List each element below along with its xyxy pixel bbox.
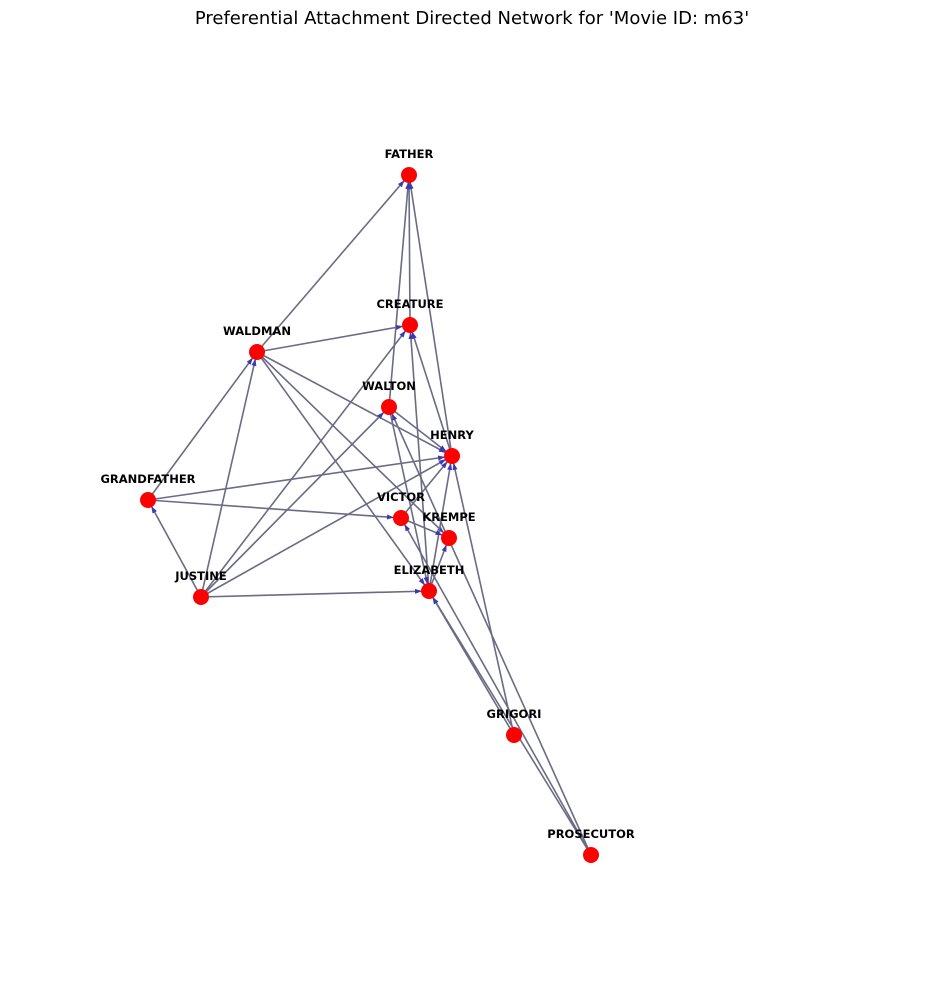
- arrowhead-walton-to-elizabeth: [423, 576, 429, 585]
- edge-prosecutor-to-victor: [400, 517, 592, 856]
- edge-walton-to-elizabeth: [388, 406, 430, 592]
- edge-creature-to-father: [408, 174, 411, 326]
- node-krempe[interactable]: [441, 530, 457, 546]
- arrowhead-waldman-to-creature: [395, 324, 404, 330]
- labels-layer: FATHER CREATURE WALDMAN WALTON HENRY GRANDFAT…: [100, 147, 634, 841]
- arrowhead-justine-to-grandfather: [151, 506, 157, 514]
- edge-elizabeth-to-creature: [409, 324, 430, 592]
- node-label-creature: CREATURE: [376, 297, 443, 311]
- edge-justine-to-waldman: [200, 351, 258, 598]
- node-victor[interactable]: [393, 510, 409, 526]
- edge-justine-to-walton: [200, 406, 390, 598]
- edge-grigori-to-henry: [451, 455, 515, 736]
- edge-grandfather-to-victor: [147, 499, 402, 519]
- edge-waldman-to-father: [256, 174, 410, 353]
- edge-grandfather-to-henry: [147, 455, 453, 501]
- edge-elizabeth-to-henry: [428, 455, 453, 592]
- node-label-henry: HENRY: [430, 428, 474, 442]
- arrowhead-walton-to-henry: [439, 445, 447, 452]
- edge-waldman-to-henry: [256, 351, 453, 457]
- node-waldman[interactable]: [249, 344, 265, 360]
- edge-waldman-to-creature: [256, 324, 411, 353]
- node-grigori[interactable]: [506, 727, 522, 743]
- arrowhead-elizabeth-to-creature: [408, 331, 414, 340]
- edge-prosecutor-to-elizabeth: [428, 590, 592, 856]
- node-label-father: FATHER: [385, 147, 434, 161]
- nodes-layer: [140, 167, 599, 863]
- edge-grandfather-to-waldman: [147, 351, 258, 501]
- node-prosecutor[interactable]: [583, 847, 599, 863]
- node-label-victor: VICTOR: [377, 490, 425, 504]
- arrowhead-prosecutor-to-walton: [391, 413, 398, 421]
- arrowhead-justine-to-walton: [377, 411, 385, 419]
- node-label-prosecutor: PROSECUTOR: [547, 827, 635, 841]
- node-elizabeth[interactable]: [421, 583, 437, 599]
- arrowhead-elizabeth-to-krempe: [441, 544, 447, 552]
- node-creature[interactable]: [402, 317, 418, 333]
- node-justine[interactable]: [193, 589, 209, 605]
- arrowhead-justine-to-creature: [399, 330, 406, 338]
- edge-henry-to-father: [408, 174, 453, 457]
- arrowhead-grigori-to-elizabeth: [432, 597, 439, 605]
- node-label-grandfather: GRANDFATHER: [100, 472, 195, 486]
- arrowhead-waldman-to-elizabeth: [418, 578, 425, 586]
- arrowhead-victor-to-henry: [441, 461, 448, 469]
- edge-henry-to-creature: [409, 324, 453, 457]
- node-label-walton: WALTON: [362, 379, 416, 393]
- arrowhead-henry-to-father: [408, 181, 414, 190]
- arrowhead-prosecutor-to-victor: [404, 524, 411, 532]
- edges-layer: [147, 174, 592, 856]
- node-label-elizabeth: ELIZABETH: [394, 563, 465, 577]
- node-walton[interactable]: [381, 399, 397, 415]
- arrowhead-henry-to-creature: [411, 331, 417, 340]
- arrowhead-justine-to-waldman: [251, 358, 257, 367]
- arrowhead-waldman-to-father: [397, 180, 405, 188]
- arrowhead-grandfather-to-henry: [437, 455, 446, 461]
- arrowhead-elizabeth-to-henry: [447, 462, 453, 471]
- edge-justine-to-elizabeth: [200, 590, 430, 598]
- arrowhead-victor-to-krempe: [435, 530, 443, 536]
- edge-prosecutor-to-walton: [388, 406, 592, 856]
- node-grandfather[interactable]: [140, 492, 156, 508]
- edge-justine-to-henry: [200, 455, 453, 598]
- arrowhead-justine-to-elizabeth: [414, 588, 423, 594]
- edge-justine-to-creature: [200, 324, 411, 598]
- arrowhead-grandfather-to-waldman: [246, 357, 253, 365]
- arrowhead-waldman-to-krempe: [437, 526, 444, 534]
- edge-waldman-to-krempe: [256, 351, 450, 539]
- arrowhead-grigori-to-henry: [452, 462, 458, 471]
- node-henry[interactable]: [444, 448, 460, 464]
- edge-walton-to-father: [388, 174, 410, 408]
- arrowhead-justine-to-henry: [438, 459, 446, 466]
- chart-title: Preferential Attachment Directed Network…: [194, 8, 750, 29]
- node-label-justine: JUSTINE: [174, 569, 227, 583]
- node-label-waldman: WALDMAN: [223, 324, 291, 338]
- node-label-krempe: KREMPE: [422, 510, 475, 524]
- edge-grigori-to-elizabeth: [428, 590, 515, 736]
- arrowhead-grandfather-to-victor: [386, 514, 395, 520]
- node-label-grigori: GRIGORI: [487, 707, 542, 721]
- edge-justine-to-grandfather: [147, 499, 202, 598]
- node-father[interactable]: [401, 167, 417, 183]
